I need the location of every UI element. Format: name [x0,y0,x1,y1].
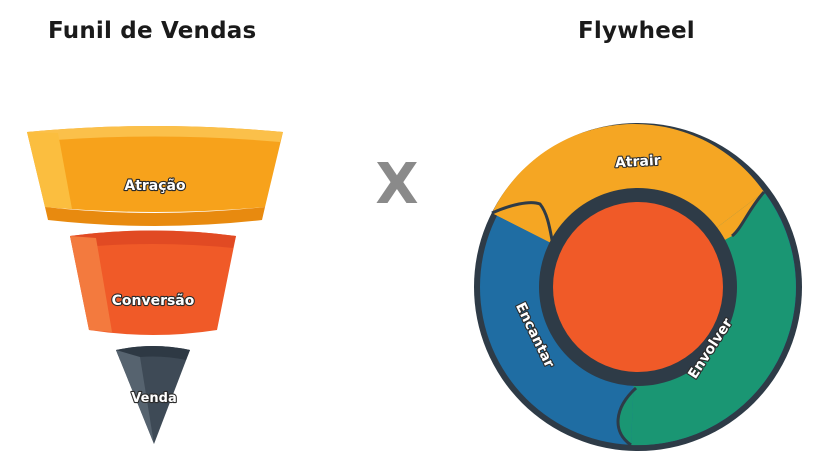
funnel-stage-conversion-label: Conversão [112,293,195,309]
versus-separator: X [375,152,418,217]
funnel-stage-attraction: Atração [27,126,283,226]
sales-funnel: Atração Conversão Venda [27,126,283,444]
flywheel-hub [553,202,723,372]
funnel-stage-sale-label: Venda [131,391,177,406]
funnel-title: Funil de Vendas [48,18,257,44]
funnel-stage-attraction-label: Atração [124,178,186,194]
flywheel: Atrair Envolver Encantar [474,123,802,451]
funnel-stage-sale: Venda [116,346,190,444]
flywheel-title: Flywheel [578,18,695,44]
flywheel-segment-attract-label: Atrair [615,153,661,171]
funnel-stage-conversion: Conversão [70,230,236,335]
